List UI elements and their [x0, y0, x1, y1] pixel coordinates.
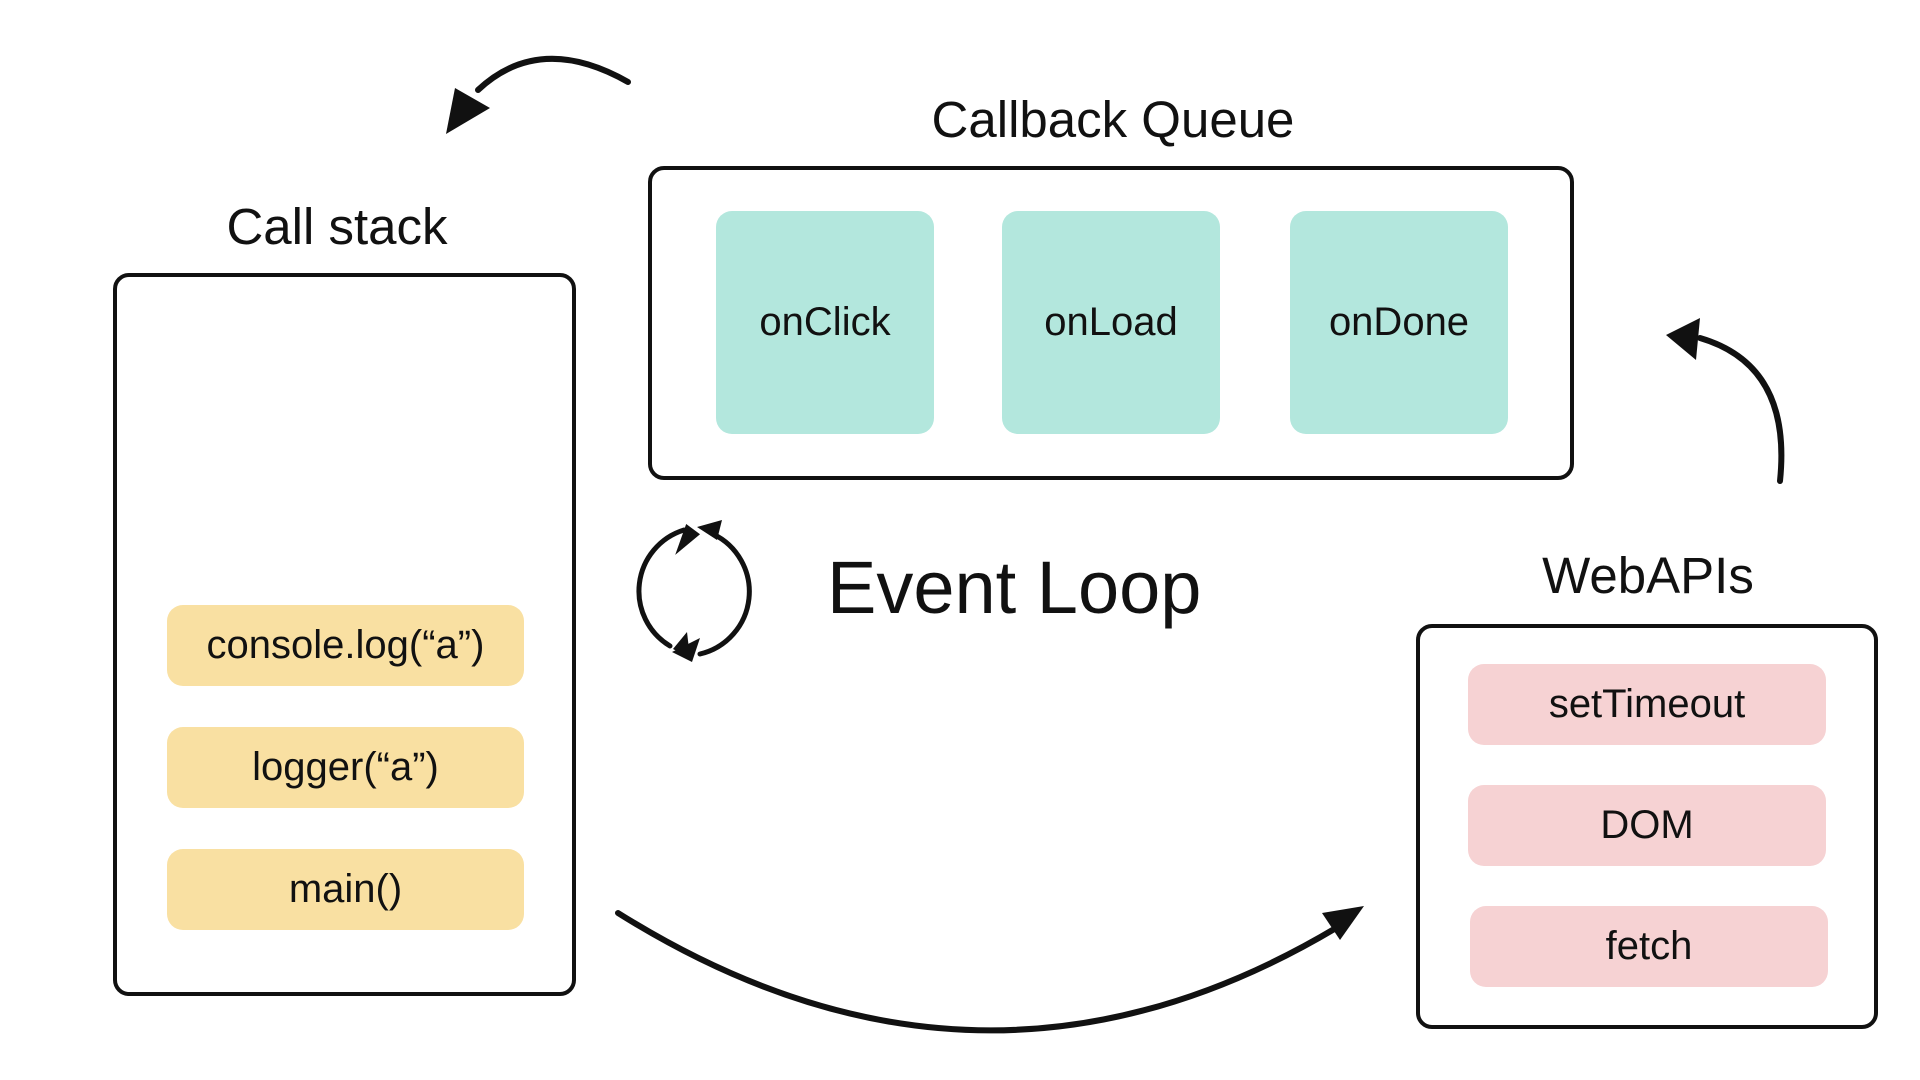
queue-item-onload: onLoad	[1002, 211, 1220, 434]
stack-frame-main: main()	[167, 849, 524, 930]
arrow-queue-to-stack-icon	[446, 55, 631, 134]
stack-frame-console-log: console.log(“a”)	[167, 605, 524, 686]
cycle-arrows-icon	[636, 520, 752, 662]
call-stack-title: Call stack	[226, 198, 448, 255]
event-loop-label: Event Loop	[827, 546, 1202, 629]
web-api-fetch: fetch	[1470, 906, 1828, 987]
queue-item-ondone: onDone	[1290, 211, 1508, 434]
arrow-stack-to-webapis-icon	[615, 906, 1364, 1034]
callback-queue-title: Callback Queue	[931, 91, 1295, 148]
web-api-settimeout: setTimeout	[1468, 664, 1826, 745]
arrow-webapis-to-queue-icon	[1666, 318, 1785, 484]
stack-frame-logger: logger(“a”)	[167, 727, 524, 808]
queue-item-onclick: onClick	[716, 211, 934, 434]
web-api-dom: DOM	[1468, 785, 1826, 866]
web-apis-title: WebAPIs	[1542, 547, 1754, 604]
